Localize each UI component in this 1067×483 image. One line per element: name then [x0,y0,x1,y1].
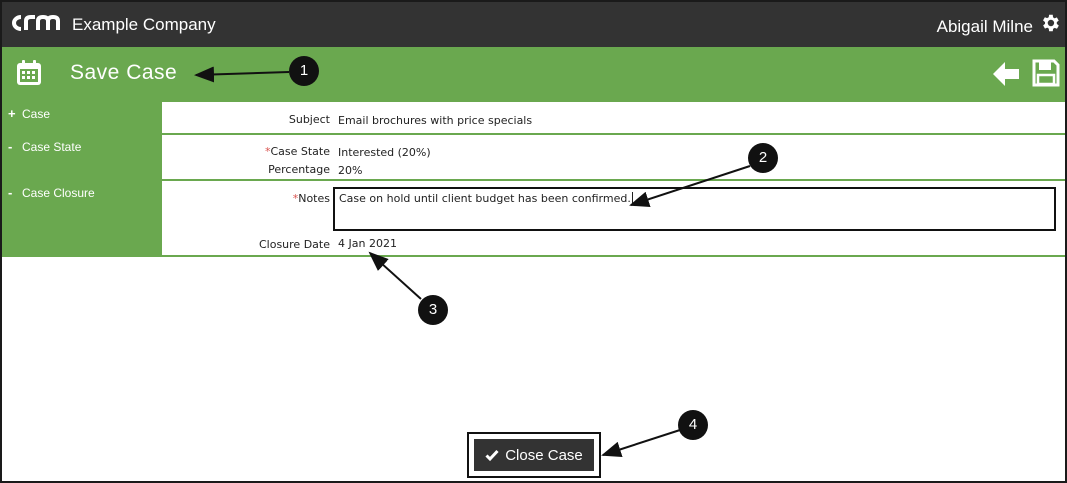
close-case-button[interactable]: Close Case [474,439,594,471]
percentage-value: 20% [338,164,363,177]
crm-logo [12,14,60,31]
notes-textarea[interactable]: Case on hold until client budget has bee… [333,187,1056,231]
case-state-value: Interested (20%) [338,146,431,159]
required-marker: * [264,145,271,158]
top-bar: Example Company Abigail Milne [2,2,1065,47]
required-marker: * [292,192,299,205]
section-label-case-state: Case State [22,140,82,154]
case-state-label: *Case State [160,145,330,158]
calendar-icon [17,60,41,85]
section-case-closure: - Case Closure *Notes Case on hold until… [2,181,1065,257]
collapse-icon: - [8,139,13,154]
section-header-case-closure[interactable]: - Case Closure [2,181,162,255]
annotation-badge-1: 1 [289,56,319,86]
section-label-case: Case [22,107,51,121]
collapse-icon: - [8,185,13,200]
user-name[interactable]: Abigail Milne [936,17,1033,36]
section-header-case[interactable]: + Case [2,102,162,133]
notes-label-text: Notes [298,192,330,205]
close-case-highlight: Close Case [467,432,601,478]
action-bar: Save Case [2,47,1065,102]
subject-label: Subject [288,113,330,126]
notes-label: *Notes [160,192,330,205]
annotation-badge-2: 2 [748,143,778,173]
company-name: Example Company [72,15,216,34]
subject-value: Email brochures with price specials [338,114,533,127]
annotation-badge-4: 4 [678,410,708,440]
expand-icon: + [8,106,16,121]
page-title: Save Case [70,61,178,84]
close-case-label: Close Case [505,446,583,464]
case-state-label-text: Case State [270,145,330,158]
section-case: + Case Subject Email brochures with pric… [2,102,1065,135]
text-caret [631,192,633,204]
percentage-label: Percentage [268,163,330,176]
notes-text: Case on hold until client budget has bee… [339,192,631,205]
section-header-case-state[interactable]: - Case State [2,135,162,179]
closure-date-value[interactable]: 4 Jan 2021 [338,237,397,250]
annotation-badge-3: 3 [418,295,448,325]
notes-value: Case on hold until client budget has bee… [339,192,633,205]
floppy-disk-icon[interactable] [1031,58,1061,88]
section-label-case-closure: Case Closure [22,186,95,200]
check-icon [485,449,499,462]
arrow-left-icon[interactable] [991,59,1021,89]
gear-icon[interactable] [1039,12,1061,34]
section-case-state: - Case State *Case State Interested (20%… [2,135,1065,181]
closure-date-label: Closure Date [258,238,330,251]
